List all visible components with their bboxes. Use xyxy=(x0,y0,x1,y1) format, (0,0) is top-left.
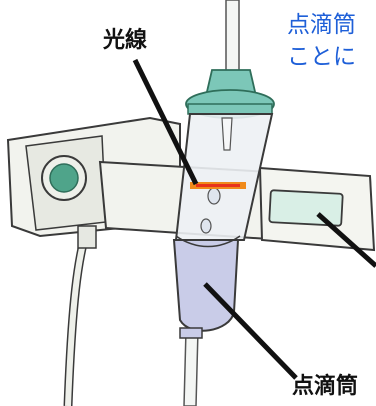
light-ray-label: 光線 xyxy=(103,28,148,53)
caption-line-1: 点滴筒 xyxy=(287,12,356,38)
lcd-display-icon xyxy=(268,189,344,227)
light-ray-leader xyxy=(132,58,199,186)
drip-chamber-label: 点滴筒 xyxy=(292,374,359,399)
display-leader xyxy=(316,212,376,268)
drip-chamber-leader xyxy=(203,282,298,380)
caption-line-2: ことに xyxy=(287,44,356,70)
top-tube xyxy=(225,0,240,81)
sensor-device xyxy=(6,116,376,406)
